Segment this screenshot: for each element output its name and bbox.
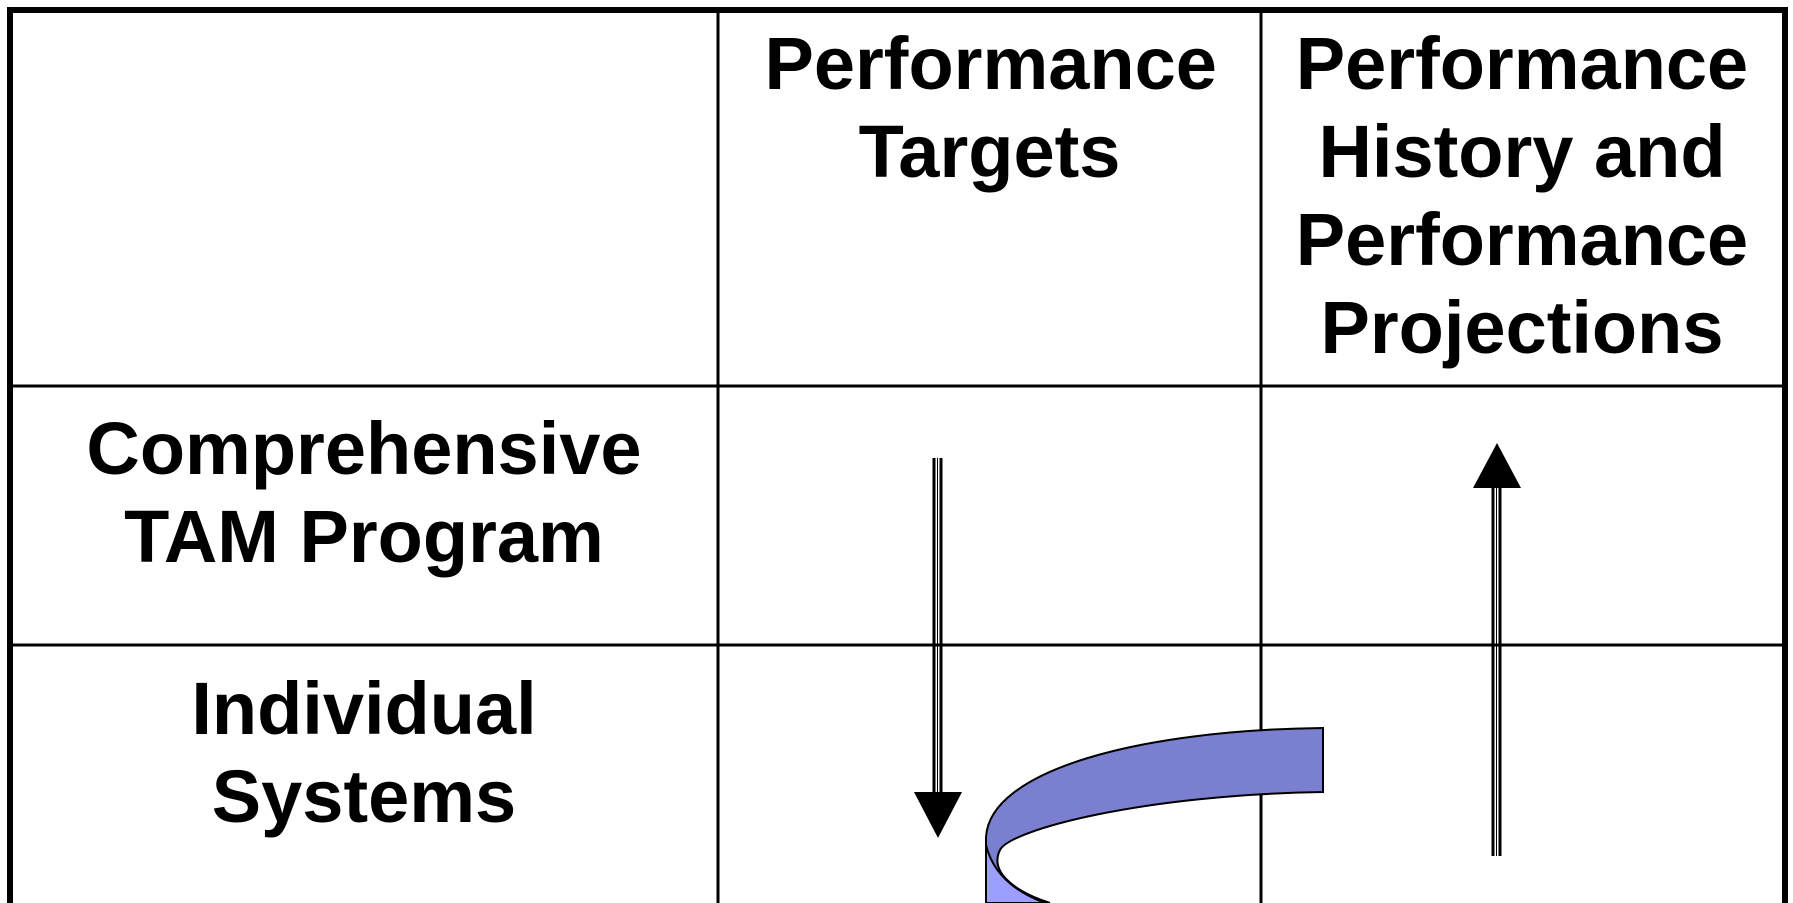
table-border: [7, 7, 1788, 903]
header-performance-targets: Performance Targets: [718, 20, 1261, 200]
double-line-arrow-up-icon: [1473, 443, 1521, 856]
header-performance-history-label: Performance History and Performance Proj…: [1295, 22, 1749, 369]
row-comprehensive-tam-program: Comprehensive TAM Program: [10, 390, 718, 640]
row-comprehensive-tam-program-label: Comprehensive TAM Program: [86, 407, 642, 578]
header-performance-targets-label: Performance Targets: [764, 22, 1217, 193]
row-individual-systems: Individual Systems: [10, 645, 718, 895]
double-line-arrow-down-icon: [914, 458, 962, 838]
curved-feedback-arrow-icon: [985, 726, 1324, 903]
row-individual-systems-label: Individual Systems: [191, 667, 537, 838]
header-performance-history: Performance History and Performance Proj…: [1261, 20, 1783, 380]
